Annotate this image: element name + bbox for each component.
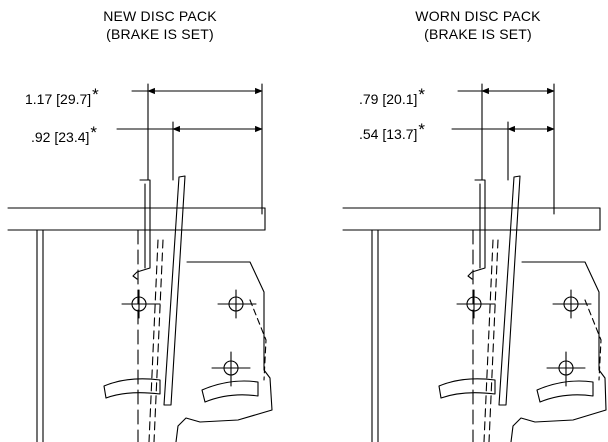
right-title-line1: WORN DISC PACK bbox=[415, 8, 541, 24]
left-dim-outer-mark: * bbox=[92, 85, 99, 104]
right-centerline-b bbox=[484, 240, 493, 442]
left-slot-2 bbox=[202, 381, 258, 402]
left-dim-outer: 1.17 [29.7]* bbox=[25, 85, 99, 107]
left-caliper-body bbox=[176, 262, 272, 442]
right-dim-inner-mark: * bbox=[418, 120, 426, 139]
left-centerline-c bbox=[154, 240, 163, 442]
left-title-line1: NEW DISC PACK bbox=[103, 8, 217, 24]
right-caliper-hidden bbox=[585, 300, 601, 380]
right-panel-drawing bbox=[343, 84, 606, 442]
right-dim-inner-value: .54 [13.7] bbox=[359, 126, 418, 142]
right-title-line2: (BRAKE IS SET) bbox=[424, 26, 532, 42]
right-dim-outer-mark: * bbox=[418, 85, 426, 104]
left-panel-title: NEW DISC PACK (BRAKE IS SET) bbox=[50, 7, 270, 43]
right-slot-2 bbox=[537, 381, 593, 402]
right-bracket bbox=[468, 180, 485, 279]
left-title-line2: (BRAKE IS SET) bbox=[106, 26, 214, 42]
left-dim-inner: .92 [23.4]* bbox=[31, 123, 97, 145]
left-panel-drawing bbox=[8, 84, 272, 442]
left-dim-inner-value: .92 [23.4] bbox=[31, 129, 90, 145]
right-centerline-c bbox=[489, 240, 498, 442]
right-dim-inner: .54 [13.7]* bbox=[359, 120, 425, 142]
right-panel-title: WORN DISC PACK (BRAKE IS SET) bbox=[368, 7, 588, 43]
right-slot-1 bbox=[439, 379, 495, 398]
left-centerline-b bbox=[149, 240, 158, 442]
left-bracket bbox=[133, 180, 150, 279]
left-dim-outer-value: 1.17 [29.7] bbox=[25, 91, 92, 107]
left-slot-1 bbox=[104, 379, 160, 398]
right-caliper-body bbox=[511, 262, 606, 442]
right-dim-outer: .79 [20.1]* bbox=[359, 85, 425, 107]
right-lever bbox=[499, 176, 520, 405]
left-caliper-hidden bbox=[250, 300, 266, 380]
left-lever bbox=[164, 176, 185, 405]
left-dim-inner-mark: * bbox=[90, 123, 98, 142]
right-dim-outer-value: .79 [20.1] bbox=[359, 91, 418, 107]
